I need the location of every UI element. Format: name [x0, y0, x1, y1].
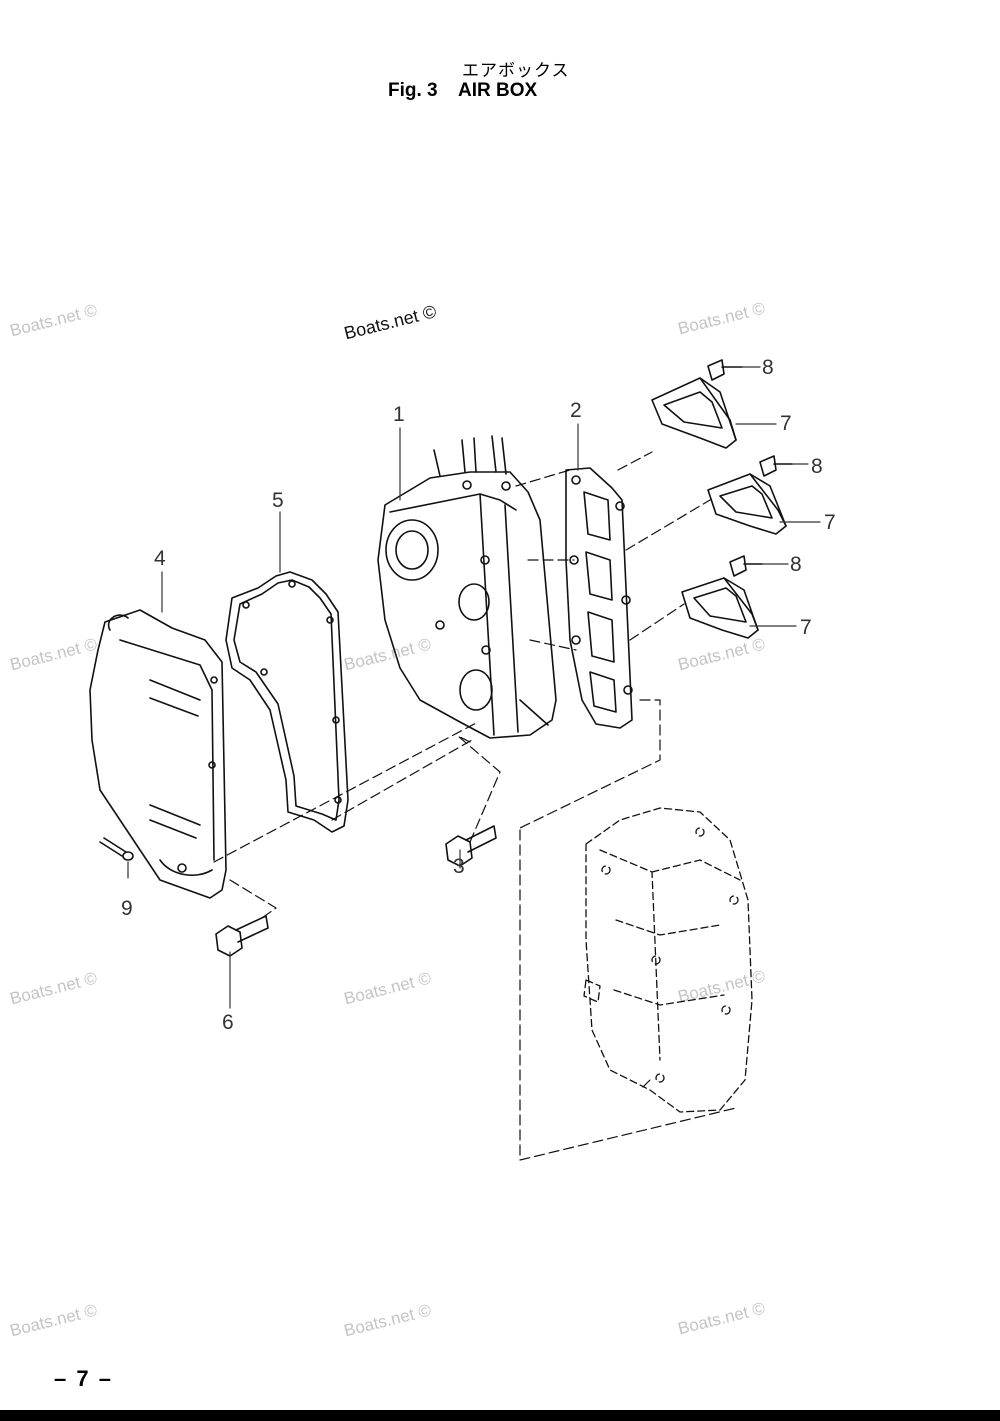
part-8-screw-middle	[759, 455, 793, 477]
callout-7-lower: 7	[800, 616, 812, 639]
part-1-air-box-body	[377, 435, 557, 739]
figure-title: Fig. 3 AIR BOX	[388, 80, 538, 101]
figure-title-japanese: エアボックス	[462, 61, 570, 81]
callout-5: 5	[272, 489, 284, 512]
bottom-border	[0, 1410, 1000, 1421]
part-7-reed-valve-lower	[681, 577, 759, 639]
part-7-reed-valve-middle	[707, 473, 787, 535]
callout-9: 9	[121, 897, 133, 920]
callout-1: 1	[393, 403, 405, 426]
part-2-gasket-plate	[565, 467, 633, 729]
part-9-fitting	[99, 837, 134, 861]
assembly-lines	[213, 451, 737, 1161]
callout-leaders	[127, 366, 821, 1009]
part-3-bolt	[445, 825, 497, 867]
part-4-air-box-cover	[89, 609, 227, 899]
cylinder-block-reference	[583, 807, 753, 1113]
callout-8-upper: 8	[762, 356, 774, 379]
part-6-bolt	[215, 915, 269, 957]
part-8-screw-upper	[707, 359, 743, 381]
page-number: – 7 –	[54, 1366, 113, 1391]
callout-8-lower: 8	[790, 553, 802, 576]
callout-6: 6	[222, 1011, 234, 1034]
part-5-gasket	[225, 571, 349, 833]
callout-8-middle: 8	[811, 455, 823, 478]
callout-2: 2	[570, 399, 582, 422]
callout-3: 3	[453, 855, 465, 878]
callout-7-middle: 7	[824, 511, 836, 534]
part-8-screw-lower	[729, 555, 763, 577]
callout-7-upper: 7	[780, 412, 792, 435]
callout-4: 4	[154, 547, 166, 570]
part-7-reed-valve-upper	[651, 377, 737, 449]
